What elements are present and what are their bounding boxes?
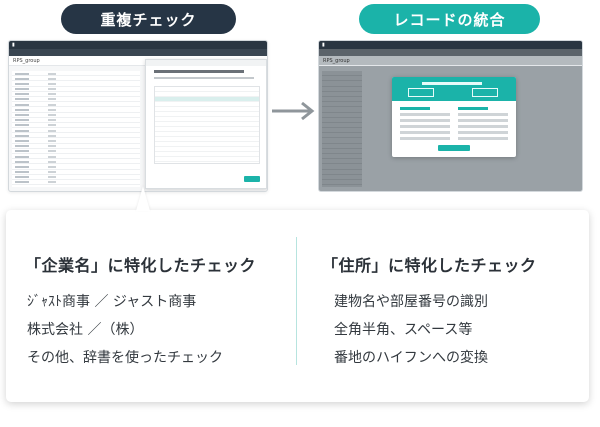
table-row <box>322 149 362 154</box>
table-row <box>322 154 362 160</box>
table-row <box>155 92 259 97</box>
table-row <box>12 180 140 186</box>
table-row <box>322 180 362 186</box>
table-row <box>322 107 362 113</box>
table-row <box>322 138 362 144</box>
table-row <box>12 138 140 144</box>
duplicate-list <box>154 86 260 164</box>
feature-card <box>6 210 589 402</box>
table-row <box>155 87 259 92</box>
table-row <box>322 175 362 180</box>
table-row <box>155 107 259 112</box>
table-row <box>322 97 362 103</box>
table-row <box>12 175 140 180</box>
window-toolbar: RPS_group <box>319 56 582 66</box>
table-row <box>322 144 362 149</box>
merge-records-label: レコードの統合 <box>359 4 540 34</box>
table-row <box>12 76 140 82</box>
table-row <box>322 159 362 165</box>
list-item: 株式会社 ／（株） <box>27 322 144 338</box>
table-row <box>322 123 362 129</box>
merge-modal <box>392 77 516 157</box>
table-row <box>322 102 362 108</box>
table-row <box>12 118 140 123</box>
table-row <box>12 144 140 149</box>
table-row <box>322 133 362 139</box>
table-row <box>12 81 140 87</box>
app-tabs <box>319 49 582 64</box>
table-row <box>155 157 259 162</box>
duplicate-check-screenshot: ▮ RPS_group <box>8 40 268 192</box>
table-row <box>12 128 140 134</box>
table-row <box>12 170 140 175</box>
list-item: ｼﾞｬｽﾄ商事 ／ ジャスト商事 <box>27 294 197 310</box>
table-row <box>12 92 140 97</box>
dialog-ok-button <box>244 176 260 182</box>
merge-button <box>438 145 470 151</box>
table-row <box>155 117 259 122</box>
table-row <box>322 92 362 97</box>
table-row <box>12 149 140 154</box>
duplicate-dialog <box>145 59 267 189</box>
list-item: 番地のハイフンへの変換 <box>334 350 488 366</box>
table-row <box>12 123 140 129</box>
list-item: 建物名や部屋番号の識別 <box>334 294 488 310</box>
table-row <box>12 71 140 77</box>
record-grid <box>12 71 140 187</box>
list-item: その他、辞書を使ったチェック <box>27 350 223 366</box>
table-row <box>155 132 259 137</box>
table-row <box>155 122 259 127</box>
address-check-list: 建物名や部屋番号の識別 全角半角、スペース等 番地のハイフンへの変換 <box>334 288 488 372</box>
company-check-heading: 「企業名」に特化したチェック <box>25 256 257 275</box>
table-row <box>322 71 362 77</box>
table-row <box>12 87 140 92</box>
app-tabs <box>9 49 267 64</box>
table-row <box>322 118 362 123</box>
table-row <box>12 107 140 113</box>
table-row <box>322 128 362 134</box>
table-row <box>12 159 140 165</box>
table-row <box>12 97 140 103</box>
app-header: ▮ <box>9 41 267 49</box>
app-header: ▮ <box>319 41 582 49</box>
table-row <box>155 137 259 142</box>
table-row <box>322 113 362 118</box>
address-check-heading: 「住所」に特化したチェック <box>322 256 537 275</box>
window-title: RPS_group <box>13 58 40 64</box>
table-row <box>322 87 362 92</box>
section-divider <box>296 237 297 365</box>
table-row <box>322 164 362 170</box>
table-row <box>322 170 362 175</box>
table-row <box>155 142 259 147</box>
window-title: RPS_group <box>323 58 350 64</box>
table-row <box>12 133 140 139</box>
table-row <box>155 112 259 117</box>
list-item: 全角半角、スペース等 <box>334 322 473 338</box>
table-row <box>155 152 259 157</box>
app-logo: ▮ <box>12 42 15 48</box>
table-row <box>155 102 259 107</box>
table-row <box>322 76 362 82</box>
table-row <box>322 81 362 87</box>
window-toolbar: RPS_group <box>9 56 267 66</box>
table-row <box>12 113 140 118</box>
table-row <box>12 102 140 108</box>
table-row <box>12 164 140 170</box>
card-pointer <box>136 186 150 211</box>
merge-records-screenshot: ▮ RPS_group <box>318 40 583 192</box>
table-row <box>12 154 140 160</box>
duplicate-check-label: 重複チェック <box>61 4 236 34</box>
app-logo: ▮ <box>322 42 325 48</box>
company-check-list: ｼﾞｬｽﾄ商事 ／ ジャスト商事 株式会社 ／（株） その他、辞書を使ったチェッ… <box>27 288 223 372</box>
table-row <box>155 147 259 152</box>
record-grid <box>322 71 362 187</box>
table-row <box>155 127 259 132</box>
arrow-right-icon <box>272 101 315 121</box>
table-row <box>155 97 259 102</box>
